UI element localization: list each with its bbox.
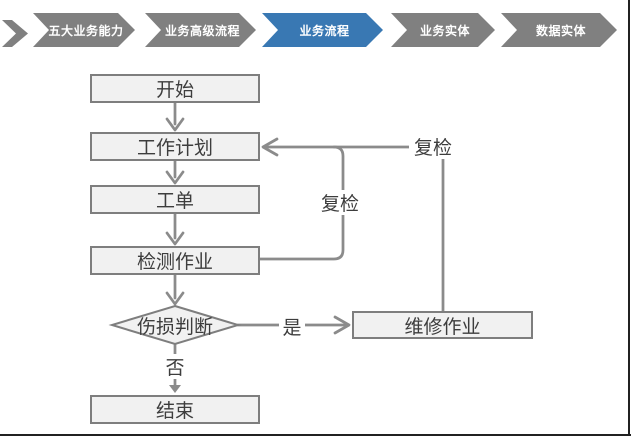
edge-label-text: 否 [165, 358, 185, 379]
decision-diamond-shape [108, 304, 242, 346]
arrowhead-small-down-icon [169, 385, 181, 393]
breadcrumb-label: 业务高级流程 [164, 23, 240, 38]
edge-label-recheck-inner: 复检 [316, 190, 364, 215]
arrowhead-down-icon [165, 231, 185, 246]
arrowhead-right-icon [333, 315, 351, 335]
node-label: 检测作业 [136, 252, 213, 273]
flow-node-end: 结束 [90, 395, 260, 424]
breadcrumb-item-data-entity[interactable]: 数据实体 [501, 13, 617, 47]
arrowhead-down-icon [165, 117, 185, 132]
edge-label-text: 复检 [413, 138, 452, 159]
edge-label-recheck-outer: 复检 [409, 134, 457, 159]
flow-node-start: 开始 [90, 74, 260, 103]
flow-node-work-order: 工单 [90, 185, 260, 214]
node-label: 伤损判断 [136, 316, 213, 338]
edge-label-text: 复检 [320, 194, 359, 215]
edge-label-no: 否 [162, 354, 188, 379]
node-label: 维修作业 [404, 316, 481, 338]
node-label: 开始 [155, 80, 194, 101]
node-label: 结束 [155, 401, 194, 422]
breadcrumb-label: 数据实体 [535, 23, 586, 38]
edge-label-text: 是 [282, 318, 302, 339]
breadcrumb-label: 业务流程 [299, 23, 350, 38]
breadcrumb-label: 五大业务能力 [48, 23, 124, 38]
breadcrumb-item-high-level-process[interactable]: 业务高级流程 [145, 13, 256, 47]
breadcrumb-item-five-capabilities[interactable]: 五大业务能力 [33, 13, 135, 47]
arrowhead-down-icon [165, 291, 185, 306]
page-right-edge [628, 0, 630, 436]
node-label: 工单 [155, 191, 194, 212]
breadcrumb-label: 业务实体 [419, 23, 470, 38]
breadcrumb-item-business-entity[interactable]: 业务实体 [391, 13, 495, 47]
arrow-inspection-recheck-loop [258, 145, 345, 261]
flow-node-damage-decision: 伤损判断 [115, 313, 235, 338]
edge-label-yes: 是 [279, 314, 305, 339]
arrow-repair-recheck-loop [263, 145, 445, 313]
page-bottom-edge [0, 434, 631, 436]
flow-node-inspection: 检测作业 [90, 246, 260, 275]
breadcrumb-item-business-process[interactable]: 业务流程 [262, 13, 383, 47]
node-label: 工作计划 [136, 138, 213, 159]
flow-node-repair: 维修作业 [352, 311, 533, 339]
arrowhead-down-icon [165, 170, 185, 185]
flow-node-work-plan: 工作计划 [90, 132, 260, 161]
arrowhead-left-icon [261, 137, 279, 157]
